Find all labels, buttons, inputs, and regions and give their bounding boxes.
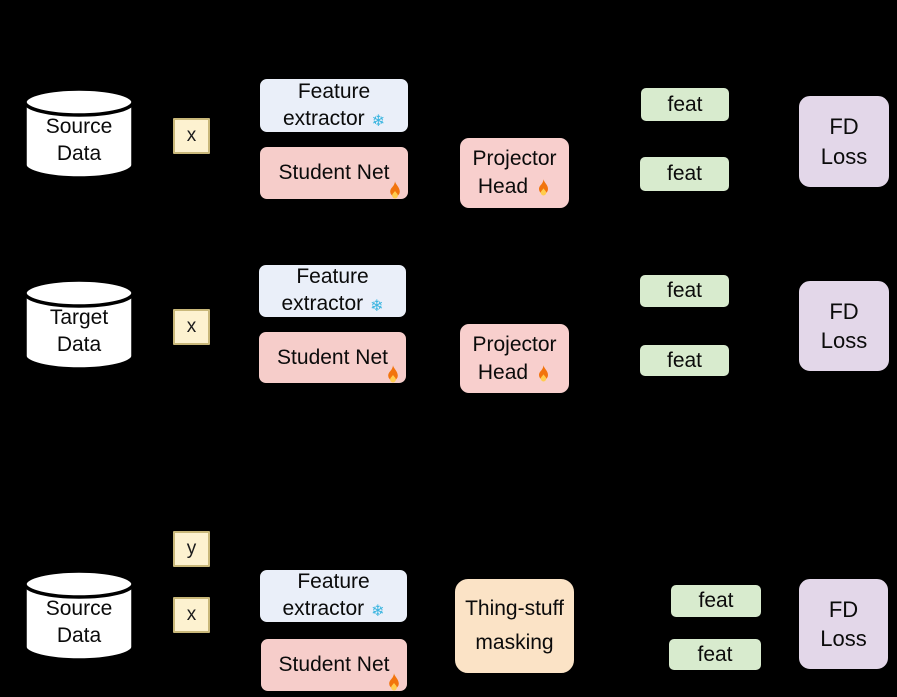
feat-label: feat: [666, 348, 703, 372]
fire-icon: [390, 181, 400, 199]
feat-box: feat: [639, 86, 731, 123]
feat-label: feat: [667, 92, 703, 116]
datastore-label-line2: Data: [56, 333, 102, 357]
fd-loss-line2: Loss: [820, 143, 868, 169]
projector-head-line2: Head: [478, 359, 551, 387]
input-x-badge: x: [173, 309, 210, 345]
feature-extractor-line2: extractor❄: [282, 106, 386, 130]
snowflake-icon: ❄: [371, 112, 386, 130]
datastore-label: Source Data: [21, 595, 137, 650]
fd-loss-box: FD Loss: [797, 577, 890, 671]
datastore-label-line1: Source: [45, 115, 113, 138]
datastore-label: Source Data: [21, 113, 137, 168]
feat-label: feat: [698, 589, 734, 612]
feat-box: feat: [638, 273, 731, 309]
fd-loss-line1: FD: [829, 298, 859, 324]
fd-loss-line1: FD: [829, 114, 859, 140]
feat-box: feat: [638, 155, 731, 193]
fd-loss-box: FD Loss: [797, 94, 891, 189]
input-x-badge: x: [173, 597, 210, 633]
source-data-datastore: Source Data: [21, 86, 137, 182]
snowflake-icon: ❄: [371, 603, 385, 620]
feature-extractor-box: Feature extractor❄: [258, 568, 409, 624]
feat-label: feat: [697, 642, 733, 666]
fd-loss-box: FD Loss: [797, 279, 891, 373]
student-net-box: Student Net: [259, 637, 409, 693]
feature-extractor-box: Feature extractor❄: [258, 77, 410, 134]
fire-icon: [539, 179, 549, 196]
projector-head-line1: Projector: [472, 147, 557, 171]
thing-stuff-masking-box: Thing-stuff masking: [453, 577, 576, 675]
fire-icon: [539, 364, 549, 381]
datastore-label-line1: Source: [45, 597, 113, 620]
input-x-label: x: [186, 604, 197, 625]
fd-loss-line2: Loss: [820, 328, 868, 353]
feat-label: feat: [666, 162, 703, 185]
feat-label: feat: [666, 279, 703, 302]
projector-head-box: Projector Head: [458, 136, 571, 210]
datastore-label-line2: Data: [56, 142, 102, 166]
feat-box: feat: [638, 343, 731, 378]
fd-loss-line1: FD: [828, 596, 859, 622]
feat-box: feat: [667, 637, 763, 672]
source-data-datastore: Source Data: [21, 568, 137, 664]
feature-extractor-line1: Feature: [297, 570, 370, 594]
database-icon: [23, 569, 135, 662]
feature-extractor-line2: extractor❄: [281, 292, 384, 315]
input-x-label: x: [186, 125, 197, 146]
feature-extractor-line1: Feature: [296, 265, 369, 289]
datastore-label-line1: Target: [49, 306, 109, 329]
projector-head-box: Projector Head: [458, 322, 571, 395]
database-icon: [23, 87, 135, 180]
student-net-label: Student Net: [277, 345, 388, 369]
fire-icon: [388, 365, 398, 383]
feature-extractor-box: Feature extractor❄: [257, 263, 408, 319]
database-icon: [23, 278, 135, 371]
target-data-datastore: Target Data: [21, 277, 137, 373]
feature-extractor-line1: Feature: [297, 79, 371, 103]
fire-icon: [389, 673, 399, 691]
student-net-box: Student Net: [258, 145, 410, 201]
input-y-badge: y: [173, 531, 210, 567]
feat-box: feat: [669, 583, 763, 619]
projector-head-line1: Projector: [472, 332, 557, 356]
input-y-label: y: [186, 538, 197, 559]
projector-head-line2: Head: [478, 173, 551, 201]
datastore-label: Target Data: [21, 304, 137, 359]
snowflake-icon: ❄: [370, 298, 384, 315]
student-net-label: Student Net: [278, 161, 390, 184]
input-x-label: x: [186, 316, 197, 337]
thing-stuff-masking-line2: masking: [475, 631, 554, 654]
fd-loss-line2: Loss: [820, 626, 867, 651]
student-net-box: Student Net: [257, 330, 408, 385]
datastore-label-line2: Data: [56, 624, 102, 648]
feature-extractor-line2: extractor❄: [282, 597, 385, 620]
student-net-label: Student Net: [278, 653, 390, 676]
input-x-badge: x: [173, 118, 210, 154]
thing-stuff-masking-line1: Thing-stuff: [465, 597, 564, 621]
